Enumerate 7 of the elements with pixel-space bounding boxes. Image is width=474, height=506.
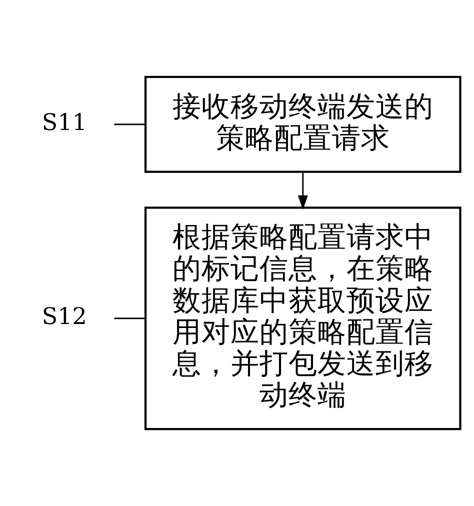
connector — [114, 124, 145, 126]
node-text: S11 — [41, 110, 86, 136]
arrow — [297, 172, 308, 210]
connector — [114, 318, 145, 320]
node-box: 根据策略配置请求中的标记信息，在策略数据库中获取预设应用对应的策略配置信息，并打包发送到移动终端 — [144, 206, 461, 430]
node-text: S12 — [41, 304, 86, 330]
node-box: 接收移动终端发送的策略配置请求 — [144, 76, 461, 173]
